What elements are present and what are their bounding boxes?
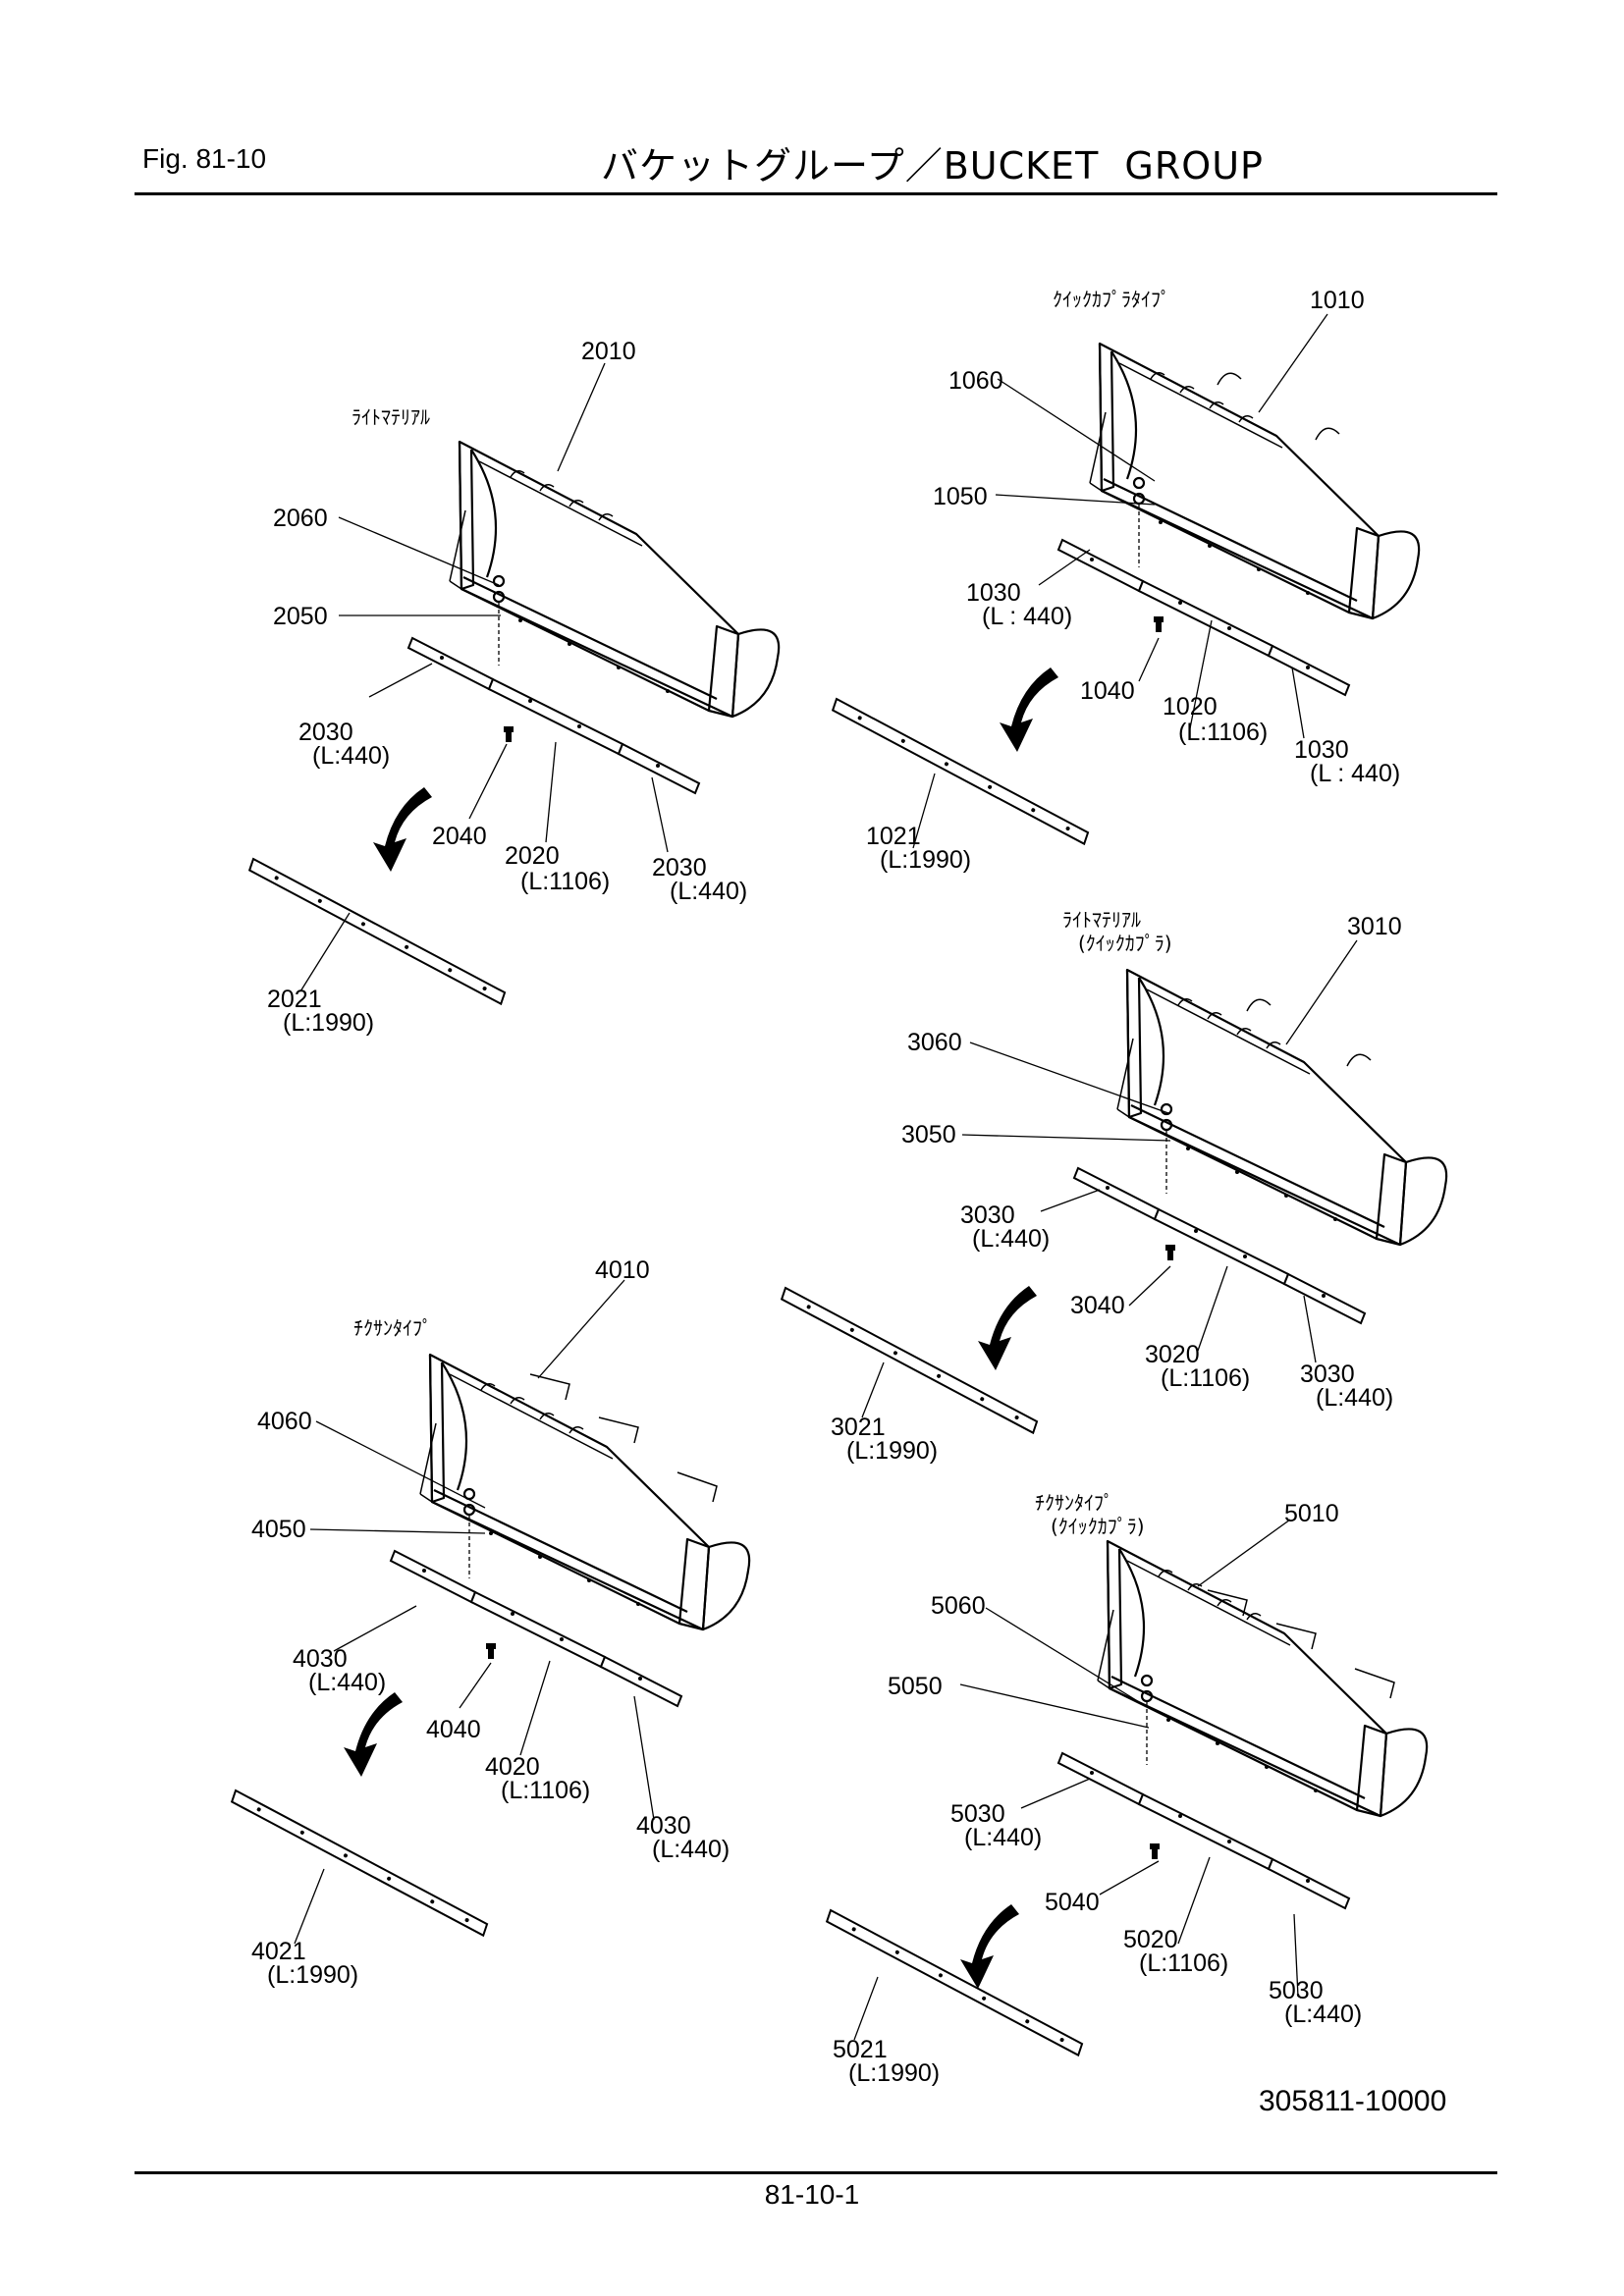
part-number-label: 2021 [267, 986, 322, 1013]
part-length-label: (L:440) [972, 1225, 1050, 1253]
part-number-label: 2060 [273, 505, 328, 532]
part-length-label: (L:440) [312, 742, 390, 770]
page-number: 81-10-1 [764, 2179, 860, 2210]
part-length-label: (L:440) [1316, 1384, 1393, 1412]
group-3010: ﾗｲﾄﾏﾃﾘｱﾙ (ｸｲｯｸｶﾌﾟﾗ) 3010 3060 3050 3030 … [779, 908, 1448, 1465]
footer-rule [135, 2171, 1497, 2174]
part-number-label: 3030 [960, 1201, 1015, 1229]
part-length-label: (L:1106) [1161, 1364, 1250, 1392]
part-number-label: 4030 [636, 1812, 691, 1840]
part-number-label: 1010 [1310, 287, 1365, 314]
bucket-5010 [1096, 1539, 1429, 1818]
part-number-label: 1030 [966, 579, 1021, 607]
part-length-label: (L : 440) [982, 603, 1072, 630]
part-number-label: 1050 [933, 483, 988, 510]
type-label-line: ﾗｲﾄﾏﾃﾘｱﾙ [352, 405, 430, 429]
page-title: バケットグループ／BUCKET GROUP [601, 144, 1264, 187]
part-number-label: 1030 [1294, 736, 1349, 764]
part-number-label: 2010 [581, 338, 636, 365]
group-5010: ﾁｸｻﾝﾀｲﾌﾟ (ｸｲｯｸｶﾌﾟﾗ) 5010 5060 5050 5030 … [824, 1491, 1429, 2087]
figure-label: Fig. 81-10 [142, 143, 267, 174]
header-rule [135, 192, 1497, 195]
part-number-label: 1020 [1163, 693, 1218, 721]
part-number-label: 3050 [901, 1121, 956, 1148]
part-number-label: 5010 [1284, 1500, 1339, 1527]
type-label-line: ﾁｸｻﾝﾀｲﾌﾟ [353, 1316, 432, 1340]
part-number-label: 5060 [931, 1592, 986, 1620]
document-number: 305811-10000 [1259, 2085, 1446, 2117]
part-number-label: 4030 [293, 1645, 348, 1673]
part-number-label: 4020 [485, 1753, 540, 1781]
bucket-1010 [1088, 342, 1421, 620]
part-length-label: (L:1990) [846, 1437, 938, 1465]
part-number-label: 3020 [1145, 1341, 1200, 1368]
part-number-label: 2030 [298, 719, 353, 746]
part-number-label: 4010 [595, 1256, 650, 1284]
type-label-line: (ｸｲｯｸｶﾌﾟﾗ) [1051, 1515, 1145, 1538]
part-number-label: 3010 [1347, 913, 1402, 940]
part-length-label: (L:440) [670, 878, 747, 905]
type-label-line: ﾗｲﾄﾏﾃﾘｱﾙ [1062, 908, 1141, 932]
part-number-label: 3021 [831, 1414, 886, 1441]
part-length-label: (L:440) [652, 1836, 730, 1863]
group-4010: ﾁｸｻﾝﾀｲﾌﾟ 4010 4060 4050 4030 (L:440) 404… [229, 1256, 751, 1989]
part-number-label: 4021 [251, 1938, 306, 1965]
part-length-label: (L:1990) [267, 1961, 358, 1989]
part-length-label: (L:440) [308, 1669, 386, 1696]
part-number-label: 1040 [1080, 677, 1135, 705]
bucket-3010 [1115, 968, 1448, 1247]
group-2010: ﾗｲﾄﾏﾃﾘｱﾙ 2010 2060 2050 2030 (L:440) 204… [246, 338, 781, 1037]
part-number-label: 2030 [652, 854, 707, 881]
part-number-label: 3030 [1300, 1361, 1355, 1388]
part-length-label: (L:440) [964, 1824, 1042, 1851]
part-number-label: 4050 [251, 1516, 306, 1543]
part-number-label: 2020 [505, 842, 560, 870]
part-number-label: 4040 [426, 1716, 481, 1743]
part-number-label: 1060 [948, 367, 1003, 395]
part-length-label: (L:440) [1284, 2001, 1362, 2028]
part-length-label: (L:1990) [283, 1009, 374, 1037]
part-number-label: 4060 [257, 1408, 312, 1435]
part-number-label: 5021 [833, 2036, 888, 2063]
part-number-label: 2040 [432, 823, 487, 850]
part-length-label: (L:1106) [520, 868, 610, 895]
part-length-label: (L:1106) [501, 1777, 590, 1804]
part-number-label: 5030 [1269, 1977, 1324, 2004]
part-number-label: 3040 [1070, 1292, 1125, 1319]
group-1010: ｸｲｯｸｶﾌﾟﾗﾀｲﾌﾟ 1010 1060 1050 1030 (L : 44… [830, 287, 1421, 874]
part-number-label: 2050 [273, 603, 328, 630]
type-label-line: ﾁｸｻﾝﾀｲﾌﾟ [1035, 1491, 1113, 1515]
type-label-line: ｸｲｯｸｶﾌﾟﾗﾀｲﾌﾟ [1053, 288, 1170, 311]
part-length-label: (L:1106) [1178, 719, 1268, 746]
part-number-label: 5020 [1123, 1926, 1178, 1953]
part-length-label: (L : 440) [1310, 760, 1400, 787]
part-length-label: (L:1990) [880, 846, 971, 874]
part-number-label: 1021 [866, 823, 921, 850]
part-number-label: 5030 [950, 1800, 1005, 1828]
part-length-label: (L:1990) [848, 2059, 940, 2087]
bucket-2010 [448, 440, 781, 719]
part-number-label: 5040 [1045, 1889, 1100, 1916]
part-number-label: 5050 [888, 1673, 943, 1700]
part-number-label: 3060 [907, 1029, 962, 1056]
type-label-line: (ｸｲｯｸｶﾌﾟﾗ) [1078, 932, 1172, 955]
part-length-label: (L:1106) [1139, 1949, 1228, 1977]
